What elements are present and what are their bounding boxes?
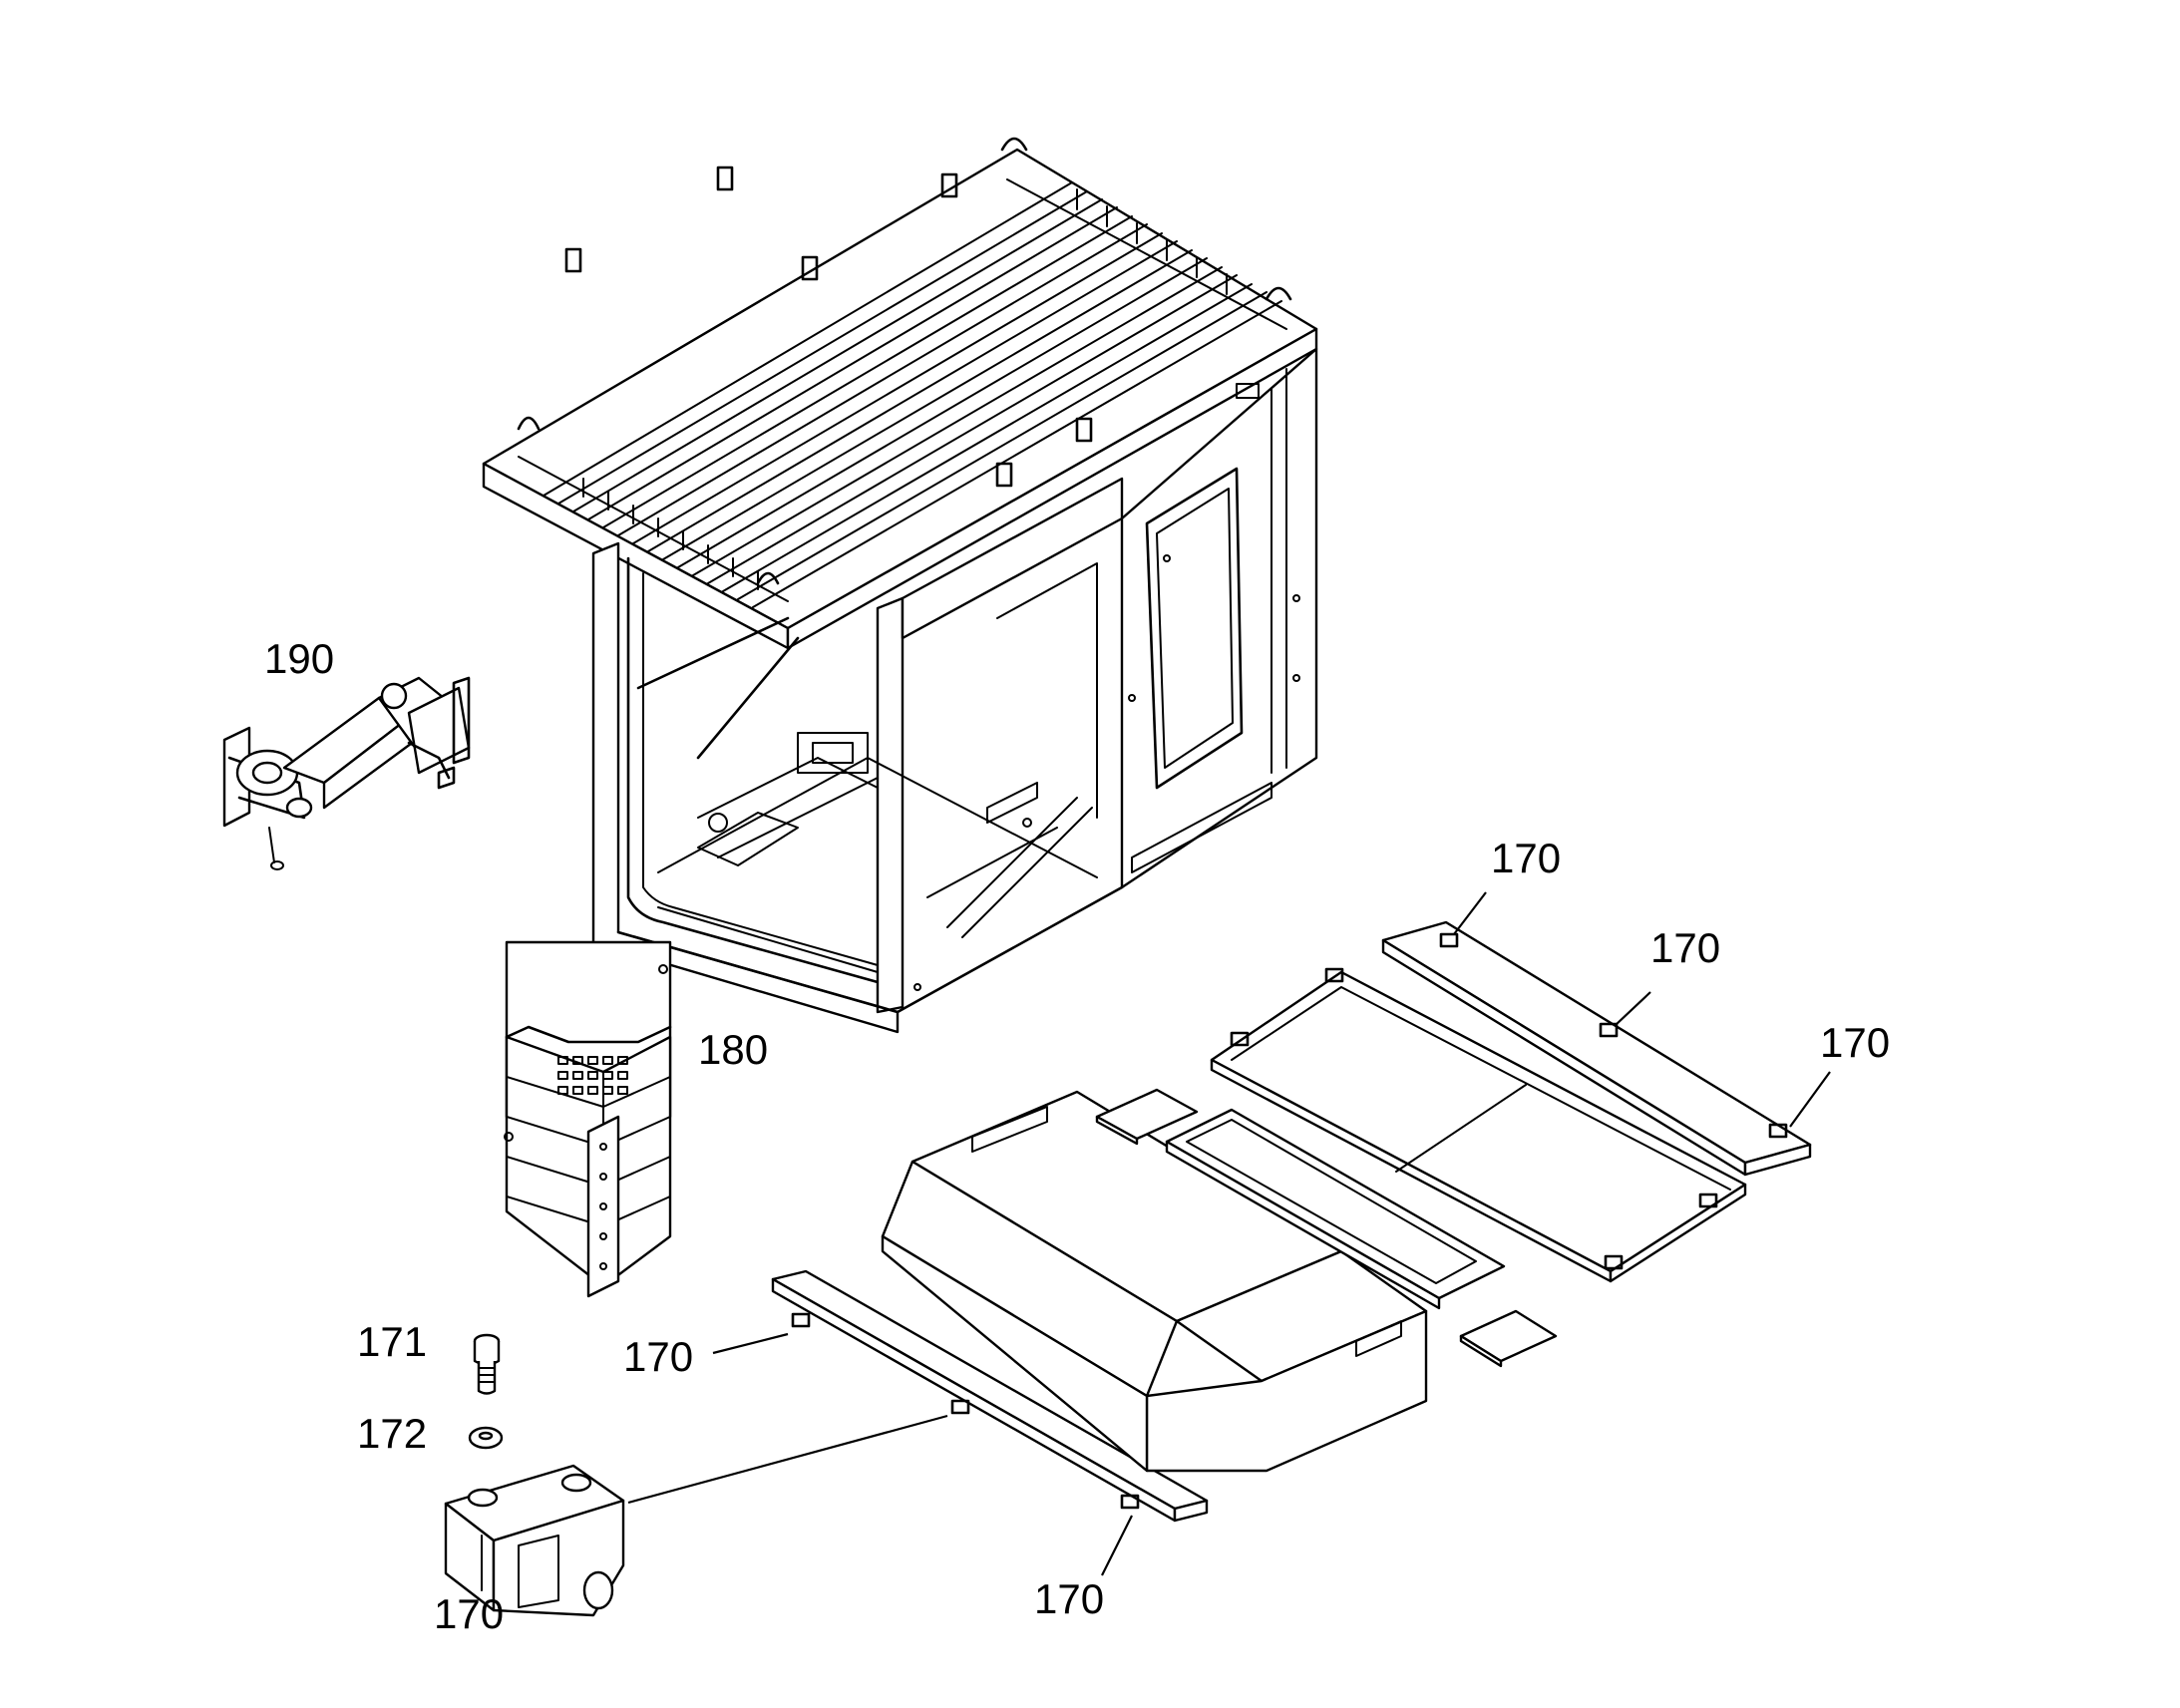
cab-frame — [482, 137, 1318, 1034]
callout-190: 190 — [264, 635, 334, 682]
callout-170-top-strip-right: 170 — [1820, 1019, 1890, 1066]
hinged-strip-lower — [771, 1269, 1209, 1523]
callout-172: 172 — [357, 1410, 427, 1457]
floor-panel — [1210, 967, 1747, 1283]
small-plate-upper — [1095, 1088, 1199, 1146]
mounting-block — [444, 1464, 625, 1617]
bolt — [473, 1333, 501, 1395]
callout-180: 180 — [698, 1026, 768, 1073]
callout-170-left-strip: 170 — [623, 1333, 693, 1380]
callout-170-top-strip-mid: 170 — [1650, 924, 1720, 971]
swivel-bracket-arm — [222, 676, 471, 870]
callout-170-top-strip: 170 — [1491, 835, 1561, 881]
callout-170-bottom-strip: 170 — [1034, 1575, 1104, 1622]
callout-170-block: 170 — [434, 1590, 504, 1637]
sloped-cover — [881, 1090, 1428, 1473]
cover-housing — [504, 940, 672, 1298]
framed-panel — [1165, 1108, 1506, 1310]
washer — [468, 1426, 504, 1450]
leader-lines — [627, 891, 1831, 1576]
small-plate-lower — [1459, 1309, 1558, 1368]
callout-171: 171 — [357, 1318, 427, 1365]
hinged-strip-upper — [1381, 920, 1812, 1177]
